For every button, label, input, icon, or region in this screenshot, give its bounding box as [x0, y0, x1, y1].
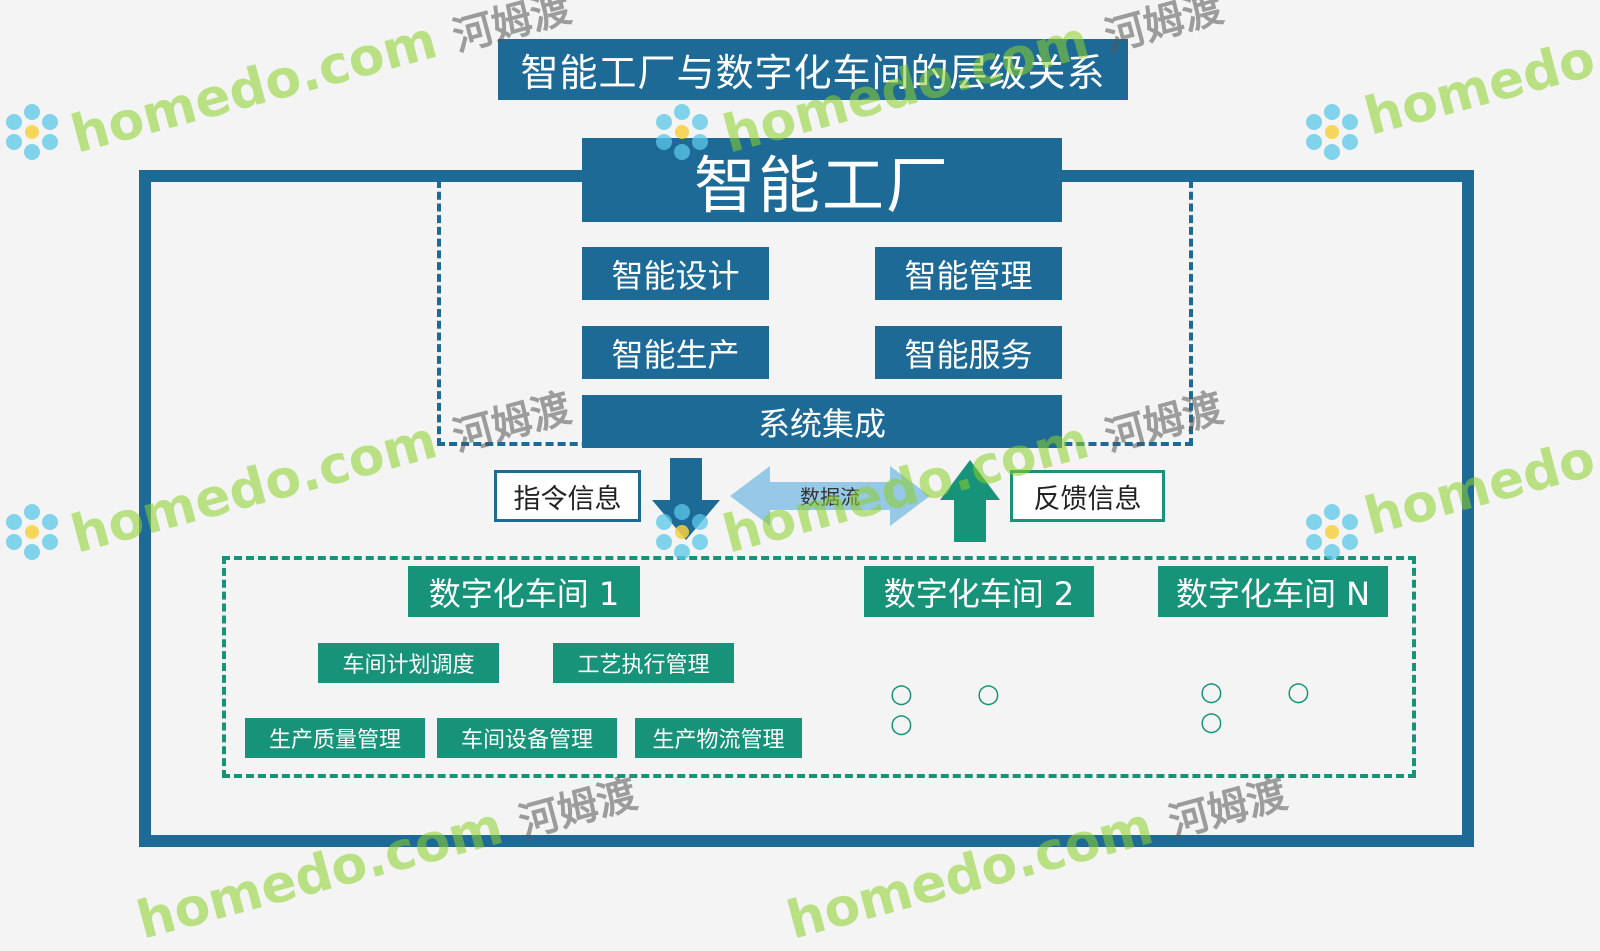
flow-arrows	[652, 458, 1000, 542]
down-arrow-icon	[652, 458, 720, 540]
flower-logo-icon	[1306, 504, 1358, 560]
module-workshop-scheduling: 车间计划调度	[318, 643, 499, 683]
up-arrow-icon	[940, 460, 1000, 542]
bidirectional-arrow-icon	[730, 466, 930, 526]
function-smart-management: 智能管理	[875, 247, 1062, 300]
workshop-2-ellipsis: ○ ○ ○	[890, 679, 1028, 739]
function-smart-design: 智能设计	[582, 247, 769, 300]
function-smart-production: 智能生产	[582, 326, 769, 379]
flower-logo-icon	[6, 504, 58, 560]
flower-logo-icon	[1306, 104, 1358, 160]
flower-logo-icon	[6, 104, 58, 160]
system-integration: 系统集成	[582, 395, 1062, 448]
module-quality-management: 生产质量管理	[245, 718, 425, 758]
module-equipment-management: 车间设备管理	[437, 718, 617, 758]
workshop-2-header: 数字化车间 2	[864, 566, 1094, 617]
flower-logo-icon	[656, 504, 708, 560]
smart-factory-header: 智能工厂	[582, 138, 1062, 222]
module-logistics-management: 生产物流管理	[635, 718, 802, 758]
data-flow-label: 数据流	[800, 484, 860, 509]
workshop-dashed-region	[222, 556, 1416, 778]
command-info-box: 指令信息	[494, 470, 641, 522]
diagram-title: 智能工厂与数字化车间的层级关系	[498, 39, 1128, 100]
feedback-info-box: 反馈信息	[1010, 470, 1165, 522]
function-smart-service: 智能服务	[875, 326, 1062, 379]
workshop-1-header: 数字化车间 1	[408, 566, 640, 617]
module-process-execution: 工艺执行管理	[553, 643, 734, 683]
flower-logo-icon	[656, 104, 708, 160]
workshop-n-ellipsis: ○ ○ ○	[1200, 677, 1338, 737]
workshop-n-header: 数字化车间 N	[1158, 566, 1388, 617]
